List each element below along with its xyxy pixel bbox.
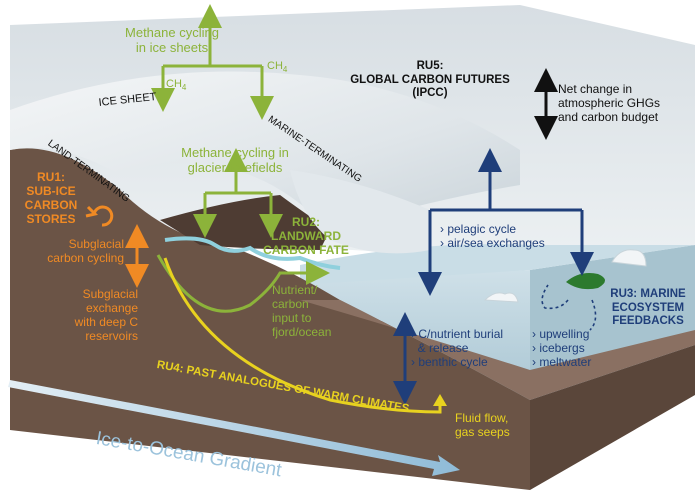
global-carbon-arrows [393,148,594,405]
ecosystem-feedback-arrows [541,284,597,331]
nutrient-arrow [156,254,330,313]
ch4-left-label: CH4 [166,78,187,93]
gradient-arrow [8,380,460,476]
methane-ice-sheets-label: Methane cycling in ice sheets [125,25,219,56]
methane-forefield-arrows [193,148,283,238]
cycle-icon [85,205,114,227]
ru1-label: RU1: SUB-ICE CARBON STORES [24,170,78,227]
marine-glacier [290,170,430,254]
subglacial-exchange-label: Subglacial exchange with deep C reservoi… [74,287,138,344]
ch4-right-label: CH4 [267,60,288,75]
ru5-label: RU5: GLOBAL CARBON FUTURES (IPCC) [350,60,510,100]
past-analogues-arrow [163,257,442,414]
sediment-right [530,345,695,490]
upwelling-label: › upwelling › icebergs › meltwater [532,327,592,370]
methane-ice-arrows [151,4,274,120]
ice-sheet [10,71,520,231]
subglacial-cycling-label: Subglacial carbon cycling [47,237,124,266]
ocean-surface [300,244,695,290]
ru3-label: RU3: MARINE ECOSYSTEM FEEDBACKS [610,288,686,328]
iceberg [611,249,647,267]
seabed-surface [300,300,695,400]
fluid-flow-label: Fluid flow, gas seeps [455,411,510,440]
pelagic-cycle-label: › pelagic cycle › air/sea exchanges [440,222,545,251]
methane-forefields-label: Methane cycling in glacier forefields [181,145,289,176]
past-analogues-arrowhead [433,394,447,406]
algae-patch [566,273,605,290]
iceberg [483,292,519,303]
ru2-label: RU2: LANDWARD CARBON FATE [263,215,349,258]
net-change-label: Net change in atmospheric GHGs and carbo… [558,82,661,125]
burial-label: › C/nutrient burial & release › benthic … [411,327,504,370]
nutrient-input-label: Nutrient/ carbon input to fjord/ocean [272,283,332,340]
